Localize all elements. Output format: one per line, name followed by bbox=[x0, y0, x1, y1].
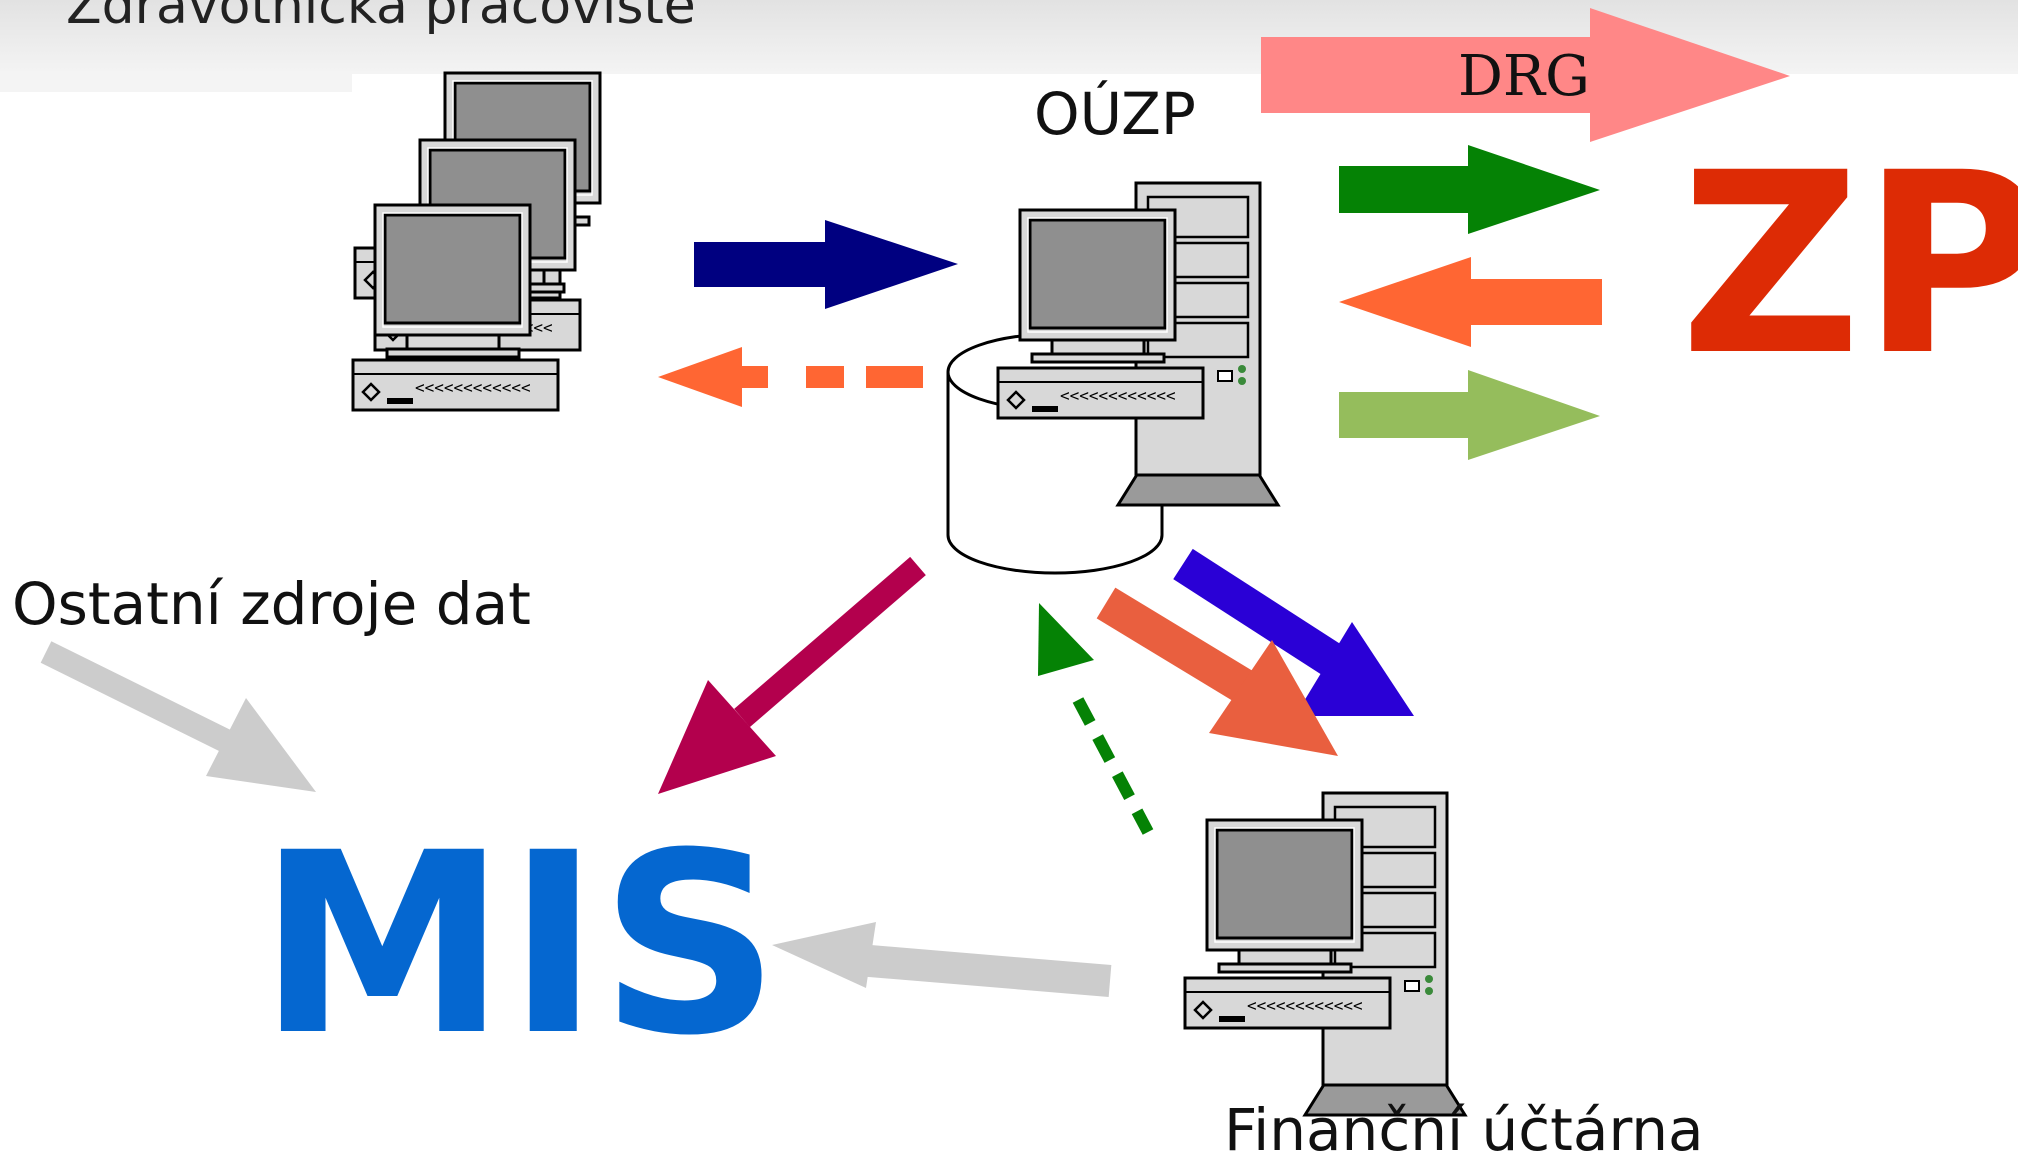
finance-label: Finanční účtárna bbox=[1224, 1096, 1704, 1164]
arrow-from-zp-orange bbox=[1339, 257, 1602, 347]
other-sources-label: Ostatní zdroje dat bbox=[12, 570, 531, 638]
header-band-lower bbox=[0, 74, 352, 92]
drg-arrow bbox=[1261, 8, 1790, 142]
workstations-icon bbox=[351, 71, 602, 412]
drg-label: DRG bbox=[1458, 44, 1590, 109]
arrow-to-zp-lightgreen bbox=[1339, 370, 1600, 460]
header-title: Zdravotnická pracoviště bbox=[66, 0, 696, 36]
zp-label: ZP bbox=[1680, 119, 2018, 410]
arrow-finance-to-mis bbox=[772, 922, 1112, 997]
arrow-ouzp-to-workstations-dashed bbox=[658, 347, 923, 407]
finance-computer-icon bbox=[1183, 791, 1467, 1117]
arrow-workstations-to-ouzp bbox=[694, 220, 958, 309]
arrow-other-sources-to-mis bbox=[40, 641, 316, 792]
mis-label: MIS bbox=[258, 799, 780, 1090]
arrow-ouzp-to-finance-blue bbox=[1173, 548, 1414, 716]
arrow-ouzp-to-finance-coral bbox=[1096, 587, 1338, 756]
arrow-finance-to-ouzp-dashed bbox=[1038, 603, 1154, 835]
arrow-ouzp-to-mis bbox=[658, 556, 926, 794]
ouzp-label: OÚZP bbox=[1034, 80, 1196, 148]
arrow-to-zp-green bbox=[1339, 145, 1600, 234]
